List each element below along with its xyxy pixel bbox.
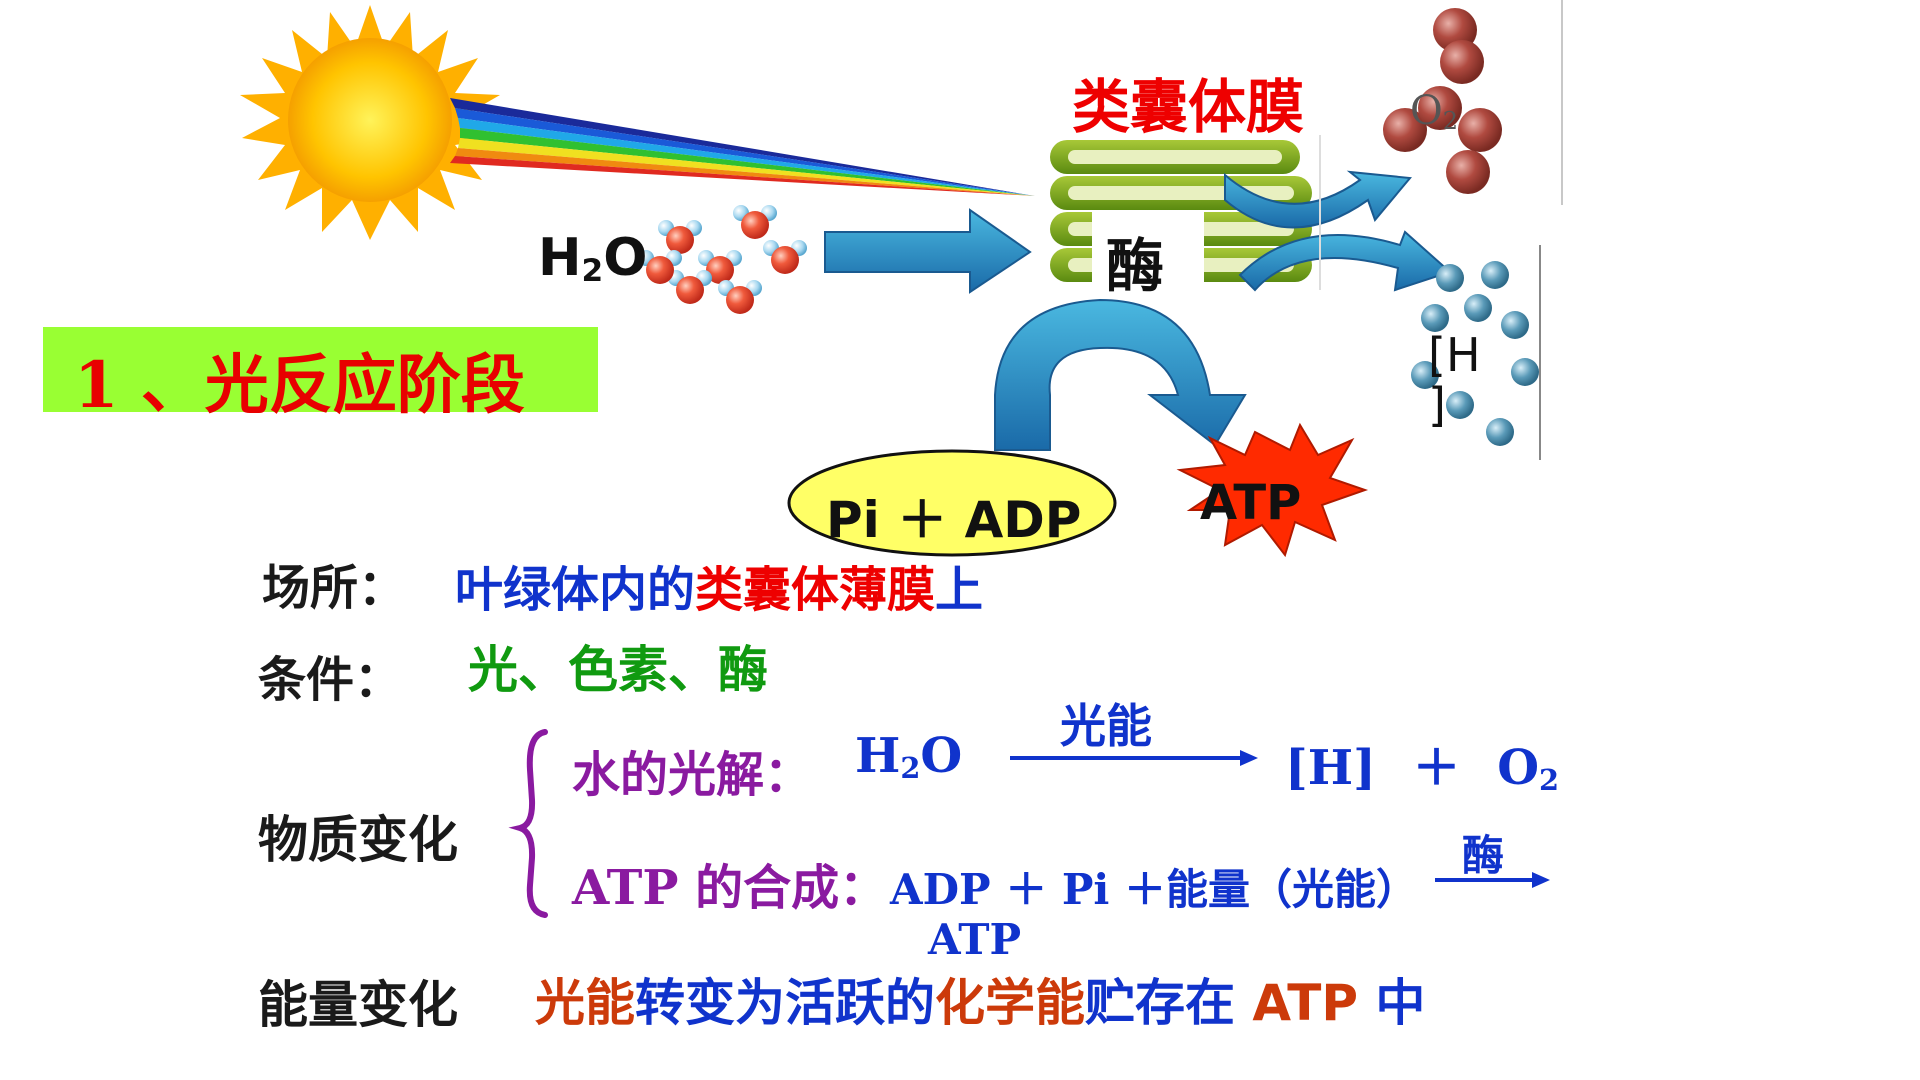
atp-starburst-icon: [1176, 422, 1369, 558]
site-value-part1: 叶绿体内的: [455, 562, 696, 618]
oxygen-sub: 2: [1442, 106, 1459, 135]
curved-arrow-to-atp-icon: [994, 298, 1247, 451]
energy-change-label: 能量变化: [258, 976, 458, 1034]
water-label: H2O: [538, 228, 647, 289]
atp-synthesis-colon: ：: [839, 860, 888, 916]
atp-product: ATP: [928, 915, 1022, 964]
oxygen-label: O2: [1410, 88, 1458, 135]
pi-adp-label: Pi ＋ ADP: [826, 491, 1082, 549]
photolysis-products: [H] ＋ O2: [1285, 728, 1559, 798]
energy-change-value: 光能转变为活跃的化学能贮存在 ATP 中: [535, 963, 1425, 1035]
water-sub: 2: [581, 253, 604, 290]
photolysis-reactant: H2O: [855, 728, 962, 785]
photolysis-h: H: [855, 728, 901, 784]
arrow-right-icon: [824, 208, 1032, 294]
energy-part1: 光能: [535, 974, 635, 1032]
energy-part6: 中: [1358, 974, 1426, 1032]
water-h: H: [538, 228, 582, 288]
water-o: O: [603, 228, 648, 288]
arrow-to-oxygen-icon: [1224, 170, 1412, 229]
section-title-box: [43, 327, 598, 412]
curly-brace: [508, 729, 548, 918]
conditions-value: 光、色素、酶: [468, 641, 768, 699]
site-label: 场所：: [262, 560, 407, 616]
section-title: 1 、光反应阶段: [74, 348, 525, 423]
sun-icon: [240, 5, 500, 240]
product-plus: ＋: [1412, 740, 1461, 796]
photolysis-sub: 2: [900, 750, 921, 785]
hydrogen-label: [H ]: [1428, 330, 1481, 430]
atp-synthesis-label: ATP 的合成：: [572, 848, 887, 918]
photolysis-o: O: [920, 728, 963, 784]
oxygen-o: O: [1410, 88, 1443, 134]
site-value-part3: 上: [935, 562, 984, 618]
conditions-label: 条件：: [258, 652, 403, 708]
product-o-sub: 2: [1539, 762, 1560, 797]
light-beam-icon: [450, 98, 1035, 196]
product-h: [H]: [1285, 740, 1376, 796]
pi-adp-ellipse: [787, 449, 1117, 557]
atp-synthesis-text: ATP 的合成: [572, 860, 840, 916]
photolysis-label: 水的光解：: [572, 747, 813, 803]
oxygen-molecules-icon: [1383, 8, 1502, 194]
atp-burst-label: ATP: [1200, 475, 1302, 531]
hydrogen-label-line1: [H: [1428, 328, 1481, 382]
atp-equation: ADP ＋ Pi ＋能量（光能）: [890, 865, 1418, 914]
energy-part4: 贮存在: [1085, 974, 1253, 1032]
hydrogen-label-line2: ]: [1428, 378, 1446, 432]
site-row: 场所：: [262, 548, 406, 618]
water-molecules-icon: [638, 205, 807, 314]
material-change-label: 物质变化: [258, 811, 458, 869]
light-energy-arrow-label: 光能: [1060, 699, 1152, 753]
enzyme-arrow-label: 酶: [1462, 831, 1505, 880]
membrane-label: 类囊体膜: [1072, 73, 1305, 141]
site-value-part2: 类囊体薄膜: [695, 562, 936, 618]
product-o: O: [1497, 740, 1540, 796]
enzyme-label: 酶: [1106, 232, 1165, 300]
energy-part2: 转变为活跃的: [635, 974, 935, 1032]
conditions-row: 条件：: [258, 640, 402, 710]
energy-part5: ATP: [1252, 974, 1358, 1032]
site-value: 叶绿体内的类囊体薄膜上: [455, 550, 983, 620]
energy-part3: 化学能: [935, 974, 1085, 1032]
hydrogen-molecules-icon: [1411, 261, 1539, 446]
